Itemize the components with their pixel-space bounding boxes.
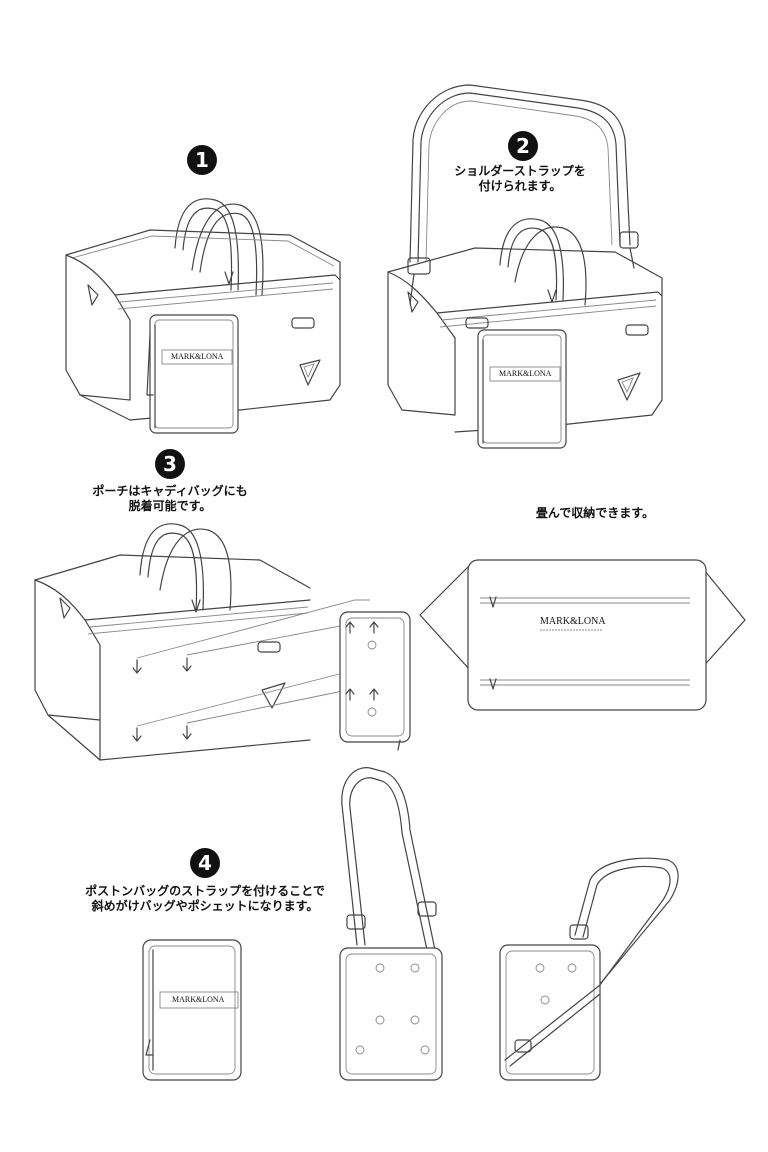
step-4-caption-line-2: 斜めがけバッグやポシェットになります。 bbox=[91, 899, 319, 913]
step-3-caption: ポーチはキャディバッグにも 脱着可能です。 bbox=[70, 484, 270, 514]
step-4-caption-line-1: ポストンバッグのストラップを付けることで bbox=[85, 884, 325, 898]
step-4-pouch-variants: MARK&LONA bbox=[142, 767, 679, 1081]
step-1-boston-bag: MARK&LONA bbox=[65, 198, 341, 434]
step-2-caption: ショルダーストラップを 付けられます。 bbox=[430, 164, 610, 194]
step-2-caption-line-2: 付けられます。 bbox=[478, 179, 562, 193]
step-3-caption-line-2: 脱着可能です。 bbox=[128, 499, 212, 513]
step-4-number: 4 bbox=[190, 848, 220, 878]
step-3-number: 3 bbox=[155, 449, 185, 479]
step-3-caddy-bag-detach bbox=[34, 523, 411, 761]
step-2-number: 2 bbox=[508, 131, 538, 161]
step-2-brand-label: MARK&LONA bbox=[499, 369, 552, 378]
step-2-boston-bag-with-strap: MARK&LONA bbox=[387, 84, 663, 449]
fold-caption: 畳んで収納できます。 bbox=[535, 506, 655, 520]
step-1-number: 1 bbox=[187, 145, 217, 175]
step-1-brand-label: MARK&LONA bbox=[171, 352, 224, 361]
step-4-brand-label: MARK&LONA bbox=[172, 995, 225, 1004]
step-2-caption-line-1: ショルダーストラップを bbox=[454, 164, 586, 178]
folded-bag: MARK&LONA bbox=[419, 559, 746, 711]
step-4-caption: ポストンバッグのストラップを付けることで 斜めがけバッグやポシェットになります。 bbox=[60, 884, 350, 914]
folded-brand-label: MARK&LONA bbox=[540, 616, 606, 627]
step-3-caption-line-1: ポーチはキャディバッグにも bbox=[92, 484, 248, 498]
